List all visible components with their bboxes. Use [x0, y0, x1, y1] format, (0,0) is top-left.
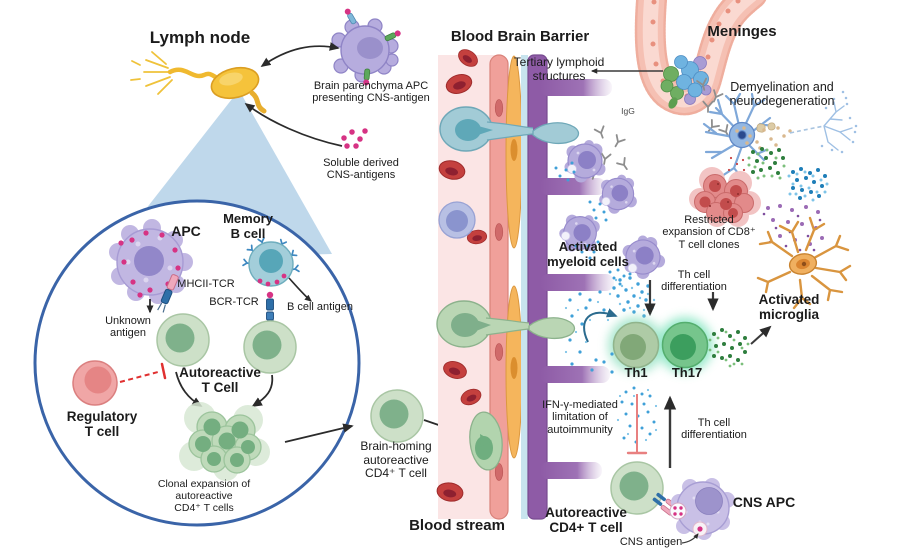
clonal-expansion-cluster — [179, 402, 270, 481]
label-activated-myeloid: Activated myeloid cells — [547, 239, 629, 269]
regulatory-t-cell-illustration — [72, 360, 118, 406]
label-b-cell-antigen: B cell antigen — [286, 301, 354, 313]
label-lymph-node: Lymph node — [149, 28, 251, 47]
label-meninges: Meninges — [707, 23, 777, 40]
cd4-cns-apc-complex — [610, 461, 735, 544]
activated-microglia-illustration — [756, 216, 852, 310]
autoreactive-t-cell-a — [156, 313, 210, 367]
ifn-gamma-inhibition — [616, 386, 658, 455]
th-differentiation-upper — [608, 276, 719, 318]
endothelium-layer — [489, 54, 509, 520]
diapedesis-green-cell — [469, 411, 503, 471]
label-igg: IgG — [621, 106, 635, 116]
arrow-apc-lymphnode — [260, 42, 340, 67]
label-brain-homing: Brain-homing autoreactive CD4⁺ T cell — [360, 439, 432, 481]
label-autoreactive-t-cell: Autoreactive T Cell — [179, 365, 261, 396]
cns-apc-cell — [669, 478, 735, 540]
label-unknown-antigen: Unknown antigen — [105, 315, 151, 340]
th1-th17-cells — [564, 290, 772, 374]
label-memory-b-cell: Memory B cell — [223, 211, 273, 241]
label-blood-stream: Blood stream — [409, 517, 505, 534]
label-cns-antigen: CNS antigen — [619, 536, 683, 548]
arrow-antigens-lymphnode — [244, 103, 343, 147]
label-th-diff-lower: Th cell differentiation — [681, 417, 747, 442]
label-demyelination: Demyelination and neurodegeneration — [729, 80, 835, 109]
inhibition-dashed-line — [119, 362, 167, 383]
cytokine-dot-clusters — [727, 147, 829, 252]
label-brain-parenchyma-apc: Brain parenchyma APC presenting CNS-anti… — [312, 80, 430, 105]
brain-parenchyma-apc-illustration — [331, 8, 401, 86]
label-blood-brain-barrier: Blood Brain Barrier — [450, 28, 590, 45]
transmigrating-teal-cell — [439, 106, 580, 152]
label-soluble-cns-antigens: Soluble derived CNS-antigens — [323, 157, 399, 182]
label-regulatory-t-cell: Regulatory T cell — [66, 409, 138, 440]
label-tertiary-lymphoid: Tertiary lymphoid structures — [513, 55, 605, 83]
label-th-diff-upper: Th cell differentiation — [661, 269, 727, 294]
cns-antigen-pointer — [681, 533, 699, 544]
label-cns-apc: CNS APC — [732, 494, 796, 510]
blood-leukocyte — [438, 201, 476, 239]
meninges-illustration — [634, 0, 767, 116]
label-bcr-tcr: BCR-TCR — [209, 296, 259, 308]
activated-myeloid-cells — [553, 139, 669, 286]
arrow-bcell-antigen — [288, 277, 312, 302]
transmigrating-green-cell — [436, 300, 576, 348]
label-autoreactive-cd4-bottom: Autoreactive CD4+ T cell — [545, 505, 627, 536]
label-restricted-cd8: Restricted expansion of CD8⁺ T cell clon… — [662, 214, 756, 251]
astrocyte-endfeet-layer — [527, 54, 614, 520]
lymph-node-zoom-contents — [72, 219, 312, 481]
brain-homing-cd4-cell — [370, 389, 424, 443]
lymph-node-illustration — [130, 51, 267, 114]
label-th1: Th1 — [624, 365, 648, 380]
arrow-to-brain-homing — [284, 423, 354, 443]
magnifier-circle — [33, 199, 361, 527]
neuron-illustration — [702, 90, 858, 180]
basement-membrane — [521, 55, 528, 519]
label-activated-microglia: Activated microglia — [758, 292, 820, 323]
label-ifn-gamma: IFN-γ-mediated limitation of autoimmunit… — [542, 399, 618, 436]
soluble-antigens-illustration — [341, 128, 368, 149]
label-apc: APC — [171, 223, 201, 239]
label-clonal-expansion: Clonal expansion of autoreactive CD4⁺ T … — [157, 478, 251, 514]
cd8-clone-cluster — [689, 167, 761, 227]
label-th17: Th17 — [671, 365, 703, 380]
mhcii-tcr-synapse — [157, 274, 179, 313]
label-mhcii-tcr: MHCII-TCR — [177, 278, 235, 290]
memory-b-cell-illustration — [242, 236, 300, 287]
